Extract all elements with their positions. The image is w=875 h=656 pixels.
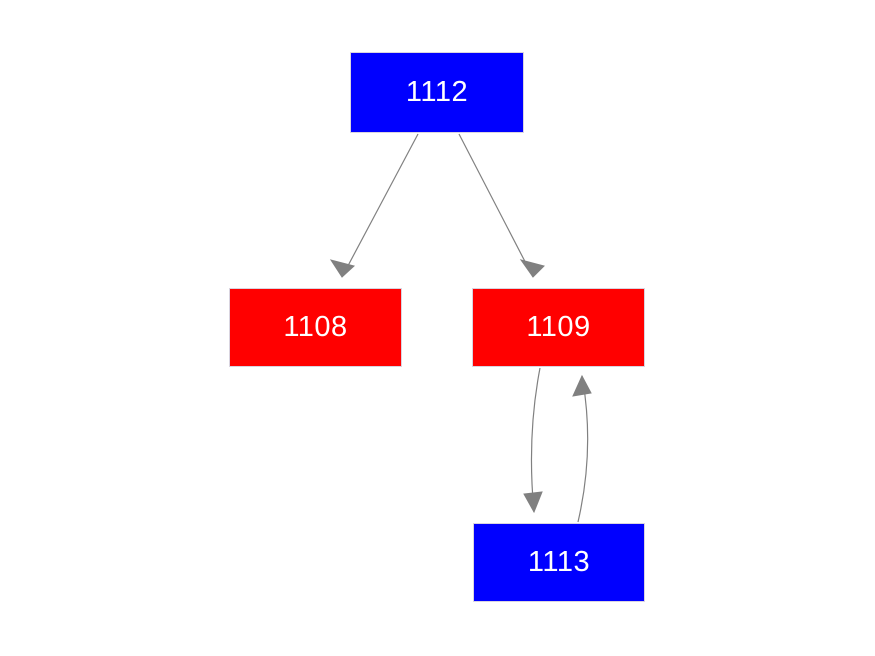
graph-edge (329, 133, 419, 278)
graph-node-label: 1109 (526, 311, 591, 343)
graph-node-label: 1112 (405, 76, 469, 108)
edge-line (458, 133, 534, 278)
graph-edge (458, 133, 545, 278)
graph-edge (572, 374, 592, 523)
arrowhead-icon (523, 491, 543, 514)
graph-node-label: 1108 (283, 311, 348, 343)
graph-node-1109[interactable]: 1109 (472, 288, 645, 367)
edge-line (341, 133, 419, 278)
arrowhead-icon (519, 259, 545, 278)
graph-node-1108[interactable]: 1108 (229, 288, 402, 367)
edge-line (530, 367, 541, 513)
graph-edge (523, 367, 543, 514)
graph-node-1112[interactable]: 1112 (350, 52, 524, 133)
graph-node-1113[interactable]: 1113 (473, 523, 645, 602)
arrowhead-icon (329, 259, 356, 278)
graph-node-label: 1113 (527, 546, 591, 578)
edge-line (577, 375, 589, 523)
arrowhead-icon (572, 374, 592, 397)
